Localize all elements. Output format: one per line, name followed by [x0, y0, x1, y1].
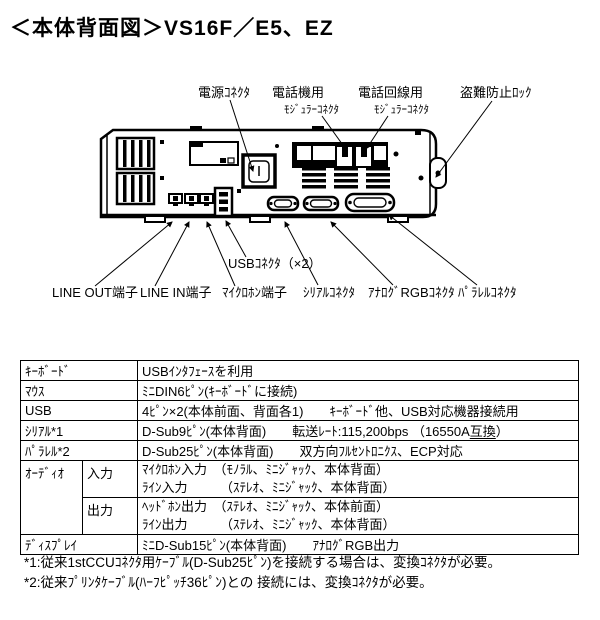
- spec-value-audio-input: ﾏｲｸﾛﾎﾝ入力 （ﾓﾉﾗﾙ、ﾐﾆｼﾞｬｯｸ、本体背面） ﾗｲﾝ入力 （ｽﾃﾚｵ…: [137, 460, 579, 498]
- label-plate: [189, 141, 239, 166]
- label-line-out: LINE OUT端子: [52, 285, 138, 300]
- leader-power: [229, 99, 255, 172]
- vent-grille-right: [302, 167, 390, 189]
- spec-term: ﾊﾟﾗﾚﾙ*2: [20, 440, 138, 461]
- screw: [393, 151, 399, 157]
- leader-line-out: [94, 221, 173, 287]
- spec-table: ｷｰﾎﾞｰﾄﾞ USBｲﾝﾀﾌｪｰｽを利用 ﾏｳｽ ﾐﾆDIN6ﾋﾟﾝ(ｷｰﾎﾞ…: [20, 360, 579, 555]
- label-power-connector: 電源ｺﾈｸﾀ: [198, 85, 250, 100]
- spec-value: D-Sub9ﾋﾟﾝ(本体背面) 転送ﾚｰﾄ:115,200bps （16550A…: [137, 420, 579, 441]
- screw: [160, 176, 164, 180]
- audio-output-line2: ﾗｲﾝ出力 （ｽﾃﾚｵ、ﾐﾆｼﾞｬｯｸ、本体背面）: [142, 517, 396, 532]
- spec-term: ﾃﾞｨｽﾌﾟﾚｲ: [20, 534, 138, 555]
- case-foot: [144, 215, 166, 223]
- spec-value: ﾐﾆDIN6ﾋﾟﾝ(ｷｰﾎﾞｰﾄﾞに接続): [137, 380, 579, 401]
- case-tab: [190, 126, 202, 130]
- spec-value: USBｲﾝﾀﾌｪｰｽを利用: [137, 360, 579, 381]
- table-row: USB 4ﾋﾟﾝ×2(本体前面、背面各1) ｷｰﾎﾞｰﾄﾞ他、USB対応機器接続…: [20, 400, 579, 421]
- label-rgb: ｱﾅﾛｸﾞRGBｺﾈｸﾀ: [368, 285, 455, 300]
- screw: [418, 175, 424, 181]
- leader-parallel: [388, 214, 478, 286]
- spec-value: ﾐﾆD-Sub15ﾋﾟﾝ(本体背面) ｱﾅﾛｸﾞRGB出力: [137, 534, 579, 555]
- label-usb: USBｺﾈｸﾀ（×2）: [228, 256, 322, 271]
- spec-subterm-output: 出力: [82, 497, 138, 535]
- table-row-audio-input: ｵｰﾃﾞｨｵ 入力 ﾏｲｸﾛﾎﾝ入力 （ﾓﾉﾗﾙ、ﾐﾆｼﾞｬｯｸ、本体背面） ﾗ…: [20, 460, 579, 535]
- screw: [275, 144, 279, 148]
- spec-value: 4ﾋﾟﾝ×2(本体前面、背面各1) ｷｰﾎﾞｰﾄﾞ他、USB対応機器接続用: [137, 400, 579, 421]
- leader-lines: [94, 99, 493, 287]
- spec-term: ｷｰﾎﾞｰﾄﾞ: [20, 360, 138, 381]
- spec-subterm-input: 入力: [82, 460, 138, 498]
- leader-line-in: [154, 221, 190, 287]
- line-in-jack: [184, 193, 199, 206]
- spec-value-audio-output: ﾍｯﾄﾞﾎﾝ出力 （ｽﾃﾚｵ、ﾐﾆｼﾞｬｯｸ、本体前面） ﾗｲﾝ出力 （ｽﾃﾚｵ…: [137, 497, 579, 535]
- footnotes: *1:従来1stCCUｺﾈｸﾀ用ｹｰﾌﾞﾙ(D-Sub25ﾋﾟﾝ)を接続する場合…: [24, 553, 501, 593]
- leader-usb: [225, 220, 247, 258]
- rgb-connector: [302, 195, 340, 212]
- audio-output-line1: ﾍｯﾄﾞﾎﾝ出力 （ｽﾃﾚｵ、ﾐﾆｼﾞｬｯｸ、本体前面）: [142, 499, 390, 514]
- page-title: ＜本体背面図＞VS16F／E5、EZ: [10, 17, 334, 40]
- usb-connector: [213, 186, 234, 218]
- parallel-connector: [344, 192, 396, 213]
- spec-term: ﾏｳｽ: [20, 380, 138, 401]
- audio-input-line2: ﾗｲﾝ入力 （ｽﾃﾚｵ、ﾐﾆｼﾞｬｯｸ、本体背面）: [142, 480, 396, 495]
- label-serial: ｼﾘｱﾙｺﾈｸﾀ: [303, 285, 355, 300]
- serial-value-text: D-Sub9ﾋﾟﾝ(本体背面) 転送ﾚｰﾄ:115,200bps （16550A: [142, 424, 470, 439]
- vent-grille-left: [115, 136, 156, 206]
- leader-mic: [206, 221, 236, 287]
- label-line-in: LINE IN端子: [140, 285, 212, 300]
- screw: [415, 131, 421, 135]
- spec-term-audio: ｵｰﾃﾞｨｵ: [20, 460, 83, 535]
- table-row-audio-output: 出力 ﾍｯﾄﾞﾎﾝ出力 （ｽﾃﾚｵ、ﾐﾆｼﾞｬｯｸ、本体前面） ﾗｲﾝ出力 （ｽ…: [21, 497, 579, 535]
- label-phone-set-modular: ﾓｼﾞｭﾗｰｺﾈｸﾀ: [284, 103, 339, 116]
- serial-value-close: ）: [495, 424, 509, 439]
- serial-connector: [266, 195, 300, 212]
- audio-input-line1: ﾏｲｸﾛﾎﾝ入力 （ﾓﾉﾗﾙ、ﾐﾆｼﾞｬｯｸ、本体背面）: [142, 462, 390, 477]
- screw: [160, 140, 164, 144]
- mic-jack: [199, 193, 214, 206]
- spec-value: D-Sub25ﾋﾟﾝ(本体背面) 双方向ﾌﾙｾﾝﾄﾛﾆｸｽ、ECP対応: [137, 440, 579, 461]
- label-phone-line: 電話回線用: [358, 85, 423, 100]
- label-lock: 盗難防止ﾛｯｸ: [460, 85, 532, 100]
- spec-term: ｼﾘｱﾙ*1: [20, 420, 138, 441]
- label-phone-line-modular: ﾓｼﾞｭﾗｰｺﾈｸﾀ: [374, 103, 429, 116]
- modular-connector-bar: [292, 142, 388, 168]
- table-row: ﾊﾟﾗﾚﾙ*2 D-Sub25ﾋﾟﾝ(本体背面) 双方向ﾌﾙｾﾝﾄﾛﾆｸｽ、EC…: [20, 440, 579, 461]
- leader-phone-set: [321, 115, 346, 149]
- footnote-1: *1:従来1stCCUｺﾈｸﾀ用ｹｰﾌﾞﾙ(D-Sub25ﾋﾟﾝ)を接続する場合…: [24, 555, 502, 570]
- power-connector: [237, 153, 277, 193]
- leader-serial: [284, 221, 319, 286]
- leader-rgb: [330, 221, 394, 286]
- lock-slot: [429, 157, 447, 189]
- rear-panel-diagram: 電源ｺﾈｸﾀ 電話機用 ﾓｼﾞｭﾗｰｺﾈｸﾀ 電話回線用 ﾓｼﾞｭﾗｰｺﾈｸﾀ …: [52, 85, 532, 300]
- table-row: ﾏｳｽ ﾐﾆDIN6ﾋﾟﾝ(ｷｰﾎﾞｰﾄﾞに接続): [20, 380, 579, 401]
- label-phone-set: 電話機用: [272, 85, 324, 100]
- table-row: ｷｰﾎﾞｰﾄﾞ USBｲﾝﾀﾌｪｰｽを利用: [20, 360, 579, 381]
- serial-value-underlined: 互換: [469, 424, 496, 439]
- table-row: ﾃﾞｨｽﾌﾟﾚｲ ﾐﾆD-Sub15ﾋﾟﾝ(本体背面) ｱﾅﾛｸﾞRGB出力: [20, 534, 579, 555]
- audio-jacks: [168, 193, 214, 206]
- line-out-jack: [168, 193, 183, 206]
- leader-phone-line: [366, 115, 389, 149]
- case-foot: [249, 215, 271, 223]
- table-row: ｼﾘｱﾙ*1 D-Sub9ﾋﾟﾝ(本体背面) 転送ﾚｰﾄ:115,200bps …: [20, 420, 579, 441]
- leader-lock: [435, 100, 493, 178]
- spec-term: USB: [20, 400, 138, 421]
- label-mic: ﾏｲｸﾛﾎﾝ端子: [222, 285, 287, 300]
- case-tab: [312, 126, 324, 130]
- footnote-2: *2:従来ﾌﾟﾘﾝﾀｹｰﾌﾞﾙ(ﾊｰﾌﾋﾟｯﾁ36ﾋﾟﾝ)との 接続には、変換ｺ…: [24, 575, 433, 590]
- label-parallel: ﾊﾟﾗﾚﾙｺﾈｸﾀ: [458, 285, 517, 300]
